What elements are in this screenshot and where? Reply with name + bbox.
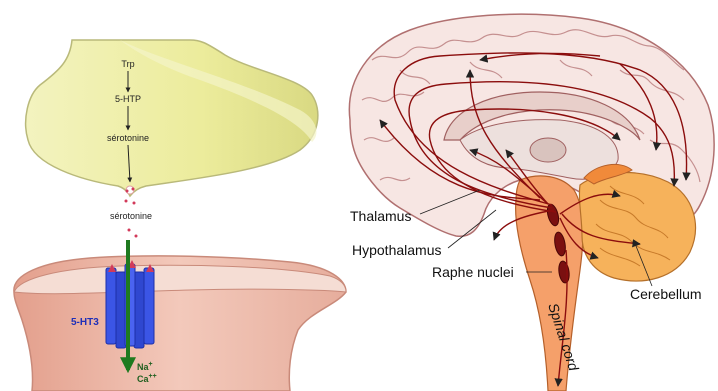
brain-panel: Thalamus Hypothalamus Raphe nuclei Cereb… [349,14,714,391]
released-serotonine-label: sérotonine [110,211,152,221]
thalamus-region [530,138,566,162]
synapse-panel: Trp 5-HTP sérotonine sérotonine 5- [14,40,346,391]
pathway-serotonine: sérotonine [107,133,149,143]
label-thalamus: Thalamus [350,208,411,224]
pathway-5htp: 5-HTP [115,94,141,104]
label-raphe-nuclei: Raphe nuclei [432,264,514,280]
label-cerebellum: Cerebellum [630,286,702,302]
receptor-label: 5-HT3 [71,317,99,328]
pathway-trp: Trp [121,59,134,69]
label-hypothalamus: Hypothalamus [352,242,442,258]
